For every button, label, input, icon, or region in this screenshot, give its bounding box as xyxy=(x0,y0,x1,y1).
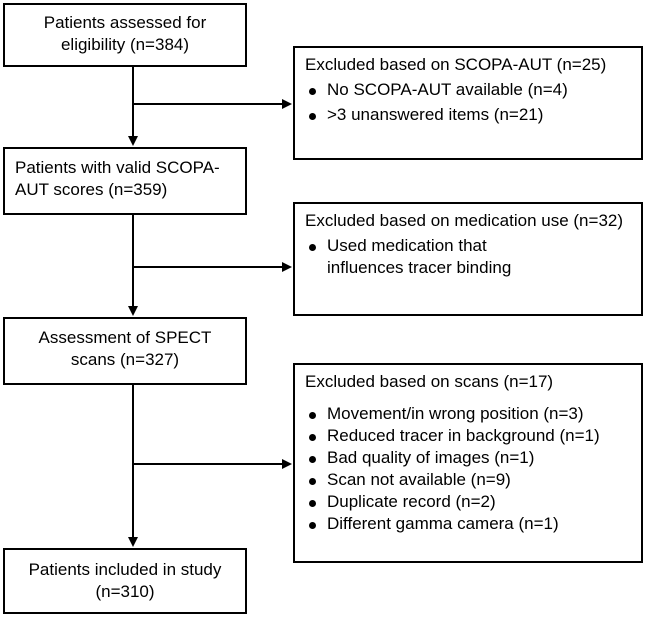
box-valid-scores: Patients with valid SCOPA-AUT scores (n=… xyxy=(3,147,247,215)
box-excluded-scopa: Excluded based on SCOPA-AUT (n=25) No SC… xyxy=(293,46,643,160)
list-item: Movement/in wrong position (n=3) xyxy=(305,403,631,425)
excluded-scopa-list: No SCOPA-AUT available (n=4) >3 unanswer… xyxy=(305,79,631,126)
excluded-scans-title: Excluded based on scans (n=17) xyxy=(305,372,554,391)
list-item: Used medication that influences tracer b… xyxy=(305,235,557,279)
box-excluded-medication: Excluded based on medication use (n=32) … xyxy=(293,202,643,316)
list-item: Scan not available (n=9) xyxy=(305,469,631,491)
box-assessed-text: Patients assessed for eligibility (n=384… xyxy=(43,13,207,54)
list-item: No SCOPA-AUT available (n=4) xyxy=(305,79,631,101)
box-included-text: Patients included in study (n=310) xyxy=(28,560,222,601)
box-included: Patients included in study (n=310) xyxy=(3,548,247,614)
list-item: Duplicate record (n=2) xyxy=(305,491,631,513)
list-item: >3 unanswered items (n=21) xyxy=(305,104,631,126)
box-valid-scores-text: Patients with valid SCOPA-AUT scores (n=… xyxy=(15,158,220,199)
list-item: Reduced tracer in background (n=1) xyxy=(305,425,631,447)
excluded-scans-list: Movement/in wrong position (n=3) Reduced… xyxy=(305,403,631,535)
box-excluded-scans: Excluded based on scans (n=17) Movement/… xyxy=(293,363,643,563)
box-spect-assessment-text: Assessment of SPECT scans (n=327) xyxy=(38,328,212,369)
excluded-scopa-title: Excluded based on SCOPA-AUT (n=25) xyxy=(305,55,607,74)
box-spect-assessment: Assessment of SPECT scans (n=327) xyxy=(3,317,247,385)
excluded-medication-title: Excluded based on medication use (n=32) xyxy=(305,211,624,230)
list-item: Different gamma camera (n=1) xyxy=(305,513,631,535)
box-assessed: Patients assessed for eligibility (n=384… xyxy=(3,3,247,67)
excluded-medication-list: Used medication that influences tracer b… xyxy=(305,235,631,279)
list-item: Bad quality of images (n=1) xyxy=(305,447,631,469)
